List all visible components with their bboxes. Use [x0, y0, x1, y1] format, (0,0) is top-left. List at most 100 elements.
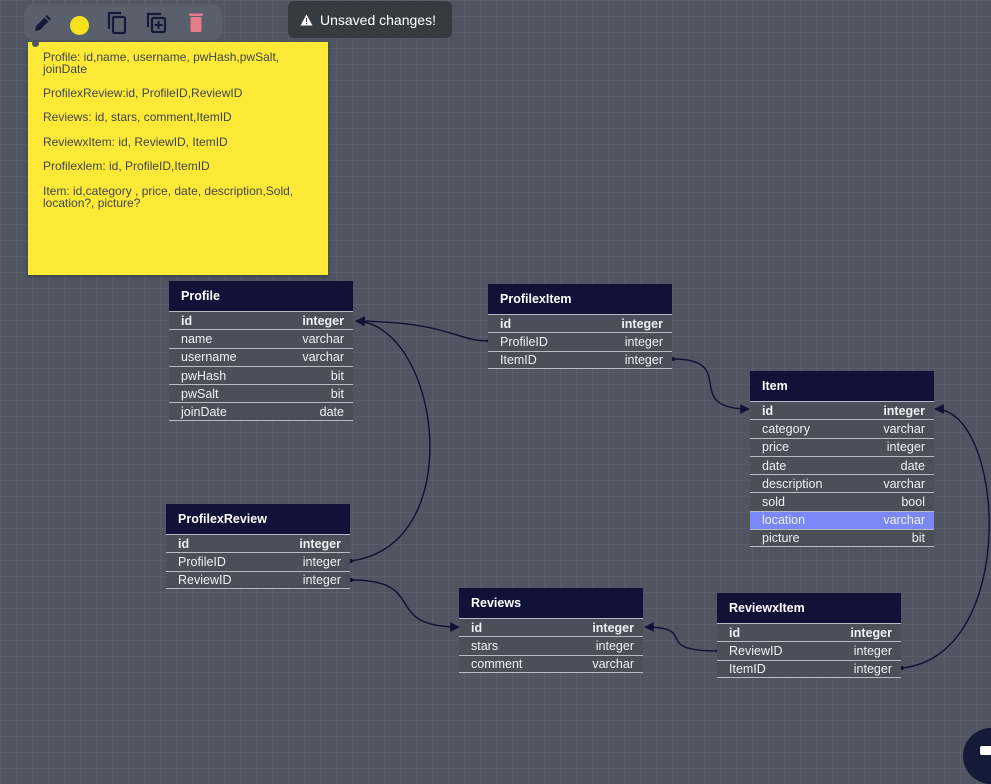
- field-row[interactable]: comment varchar: [459, 654, 643, 673]
- field-name: picture: [762, 531, 800, 546]
- field-type: varchar: [592, 656, 634, 671]
- field-type: bool: [901, 495, 925, 510]
- duplicate-button[interactable]: [144, 11, 168, 35]
- field-name: ReviewID: [178, 572, 232, 587]
- field-name: pwHash: [181, 368, 227, 383]
- table-title[interactable]: ProfilexItem: [488, 284, 672, 314]
- field-name: username: [181, 350, 237, 365]
- field-name: category: [762, 421, 810, 436]
- copy-icon: [107, 11, 127, 35]
- note-line: ProfilexReview:id, ProfileID,ReviewID: [43, 86, 243, 100]
- field-type: integer: [883, 403, 925, 418]
- delete-button[interactable]: [184, 11, 208, 35]
- note-line: location?, picture?: [43, 196, 141, 210]
- field-type: bit: [330, 386, 344, 401]
- field-row[interactable]: sold bool: [750, 492, 934, 511]
- field-row[interactable]: id integer: [459, 618, 643, 637]
- unsaved-changes-toast: Unsaved changes!: [288, 1, 452, 38]
- chat-button[interactable]: [963, 728, 991, 784]
- relation-profilexreview-reviews: [350, 579, 460, 632]
- field-name: comment: [471, 656, 523, 671]
- field-type: integer: [624, 334, 663, 349]
- field-name: ReviewID: [729, 643, 783, 658]
- field-type: date: [319, 404, 344, 419]
- note-line: joinDate: [43, 62, 88, 76]
- table-title[interactable]: ProfilexReview: [166, 504, 350, 534]
- field-type: varchar: [883, 476, 925, 491]
- note-color-button[interactable]: [70, 16, 89, 35]
- field-name: date: [762, 458, 787, 473]
- relation-profilexitem-profile: [355, 316, 490, 342]
- field-name: location: [762, 513, 806, 528]
- field-type: integer: [624, 352, 663, 367]
- field-type: integer: [302, 313, 344, 328]
- field-type: varchar: [883, 421, 925, 436]
- note-line: Profile: id,name, username, pwHash,pwSal…: [43, 50, 280, 64]
- field-name: id: [181, 313, 193, 328]
- table-title[interactable]: Item: [750, 371, 934, 401]
- field-name: id: [178, 536, 190, 551]
- field-row[interactable]: description varchar: [750, 474, 934, 493]
- field-name: id: [471, 620, 483, 635]
- field-type: varchar: [302, 331, 344, 346]
- chat-icon: [980, 746, 991, 755]
- field-type: date: [900, 458, 925, 473]
- field-name: ItemID: [729, 661, 766, 676]
- field-row[interactable]: date date: [750, 455, 934, 475]
- table-title[interactable]: Profile: [169, 281, 353, 311]
- field-name: price: [762, 440, 790, 455]
- relation-reviewxitem-reviews: [644, 622, 719, 652]
- field-type: integer: [853, 643, 892, 658]
- table-title[interactable]: ReviewxItem: [717, 593, 901, 623]
- field-row[interactable]: ItemID integer: [717, 659, 901, 678]
- field-type: integer: [853, 661, 892, 676]
- warning-icon: [300, 14, 313, 25]
- field-type: integer: [592, 620, 634, 635]
- copy-button[interactable]: [105, 11, 129, 35]
- field-row[interactable]: ProfileID integer: [488, 332, 672, 351]
- field-type: integer: [850, 625, 892, 640]
- field-type: integer: [302, 572, 341, 587]
- field-row[interactable]: category varchar: [750, 419, 934, 438]
- field-row-selected[interactable]: location varchar: [750, 510, 934, 530]
- edit-button[interactable]: [31, 11, 55, 35]
- field-type: integer: [595, 638, 634, 653]
- field-name: ProfileID: [500, 334, 548, 349]
- note-pin: [32, 40, 39, 47]
- field-name: description: [762, 476, 823, 491]
- field-row[interactable]: id integer: [488, 314, 672, 333]
- pencil-icon: [35, 15, 51, 31]
- field-type: integer: [621, 316, 663, 331]
- field-name: id: [500, 316, 512, 331]
- sticky-note[interactable]: Profile: id,name, username, pwHash,pwSal…: [28, 40, 328, 275]
- field-type: bit: [330, 368, 344, 383]
- field-row[interactable]: id integer: [169, 311, 353, 330]
- field-name: sold: [762, 495, 785, 510]
- note-line: Profilexlem: id, ProfileID,ItemID: [43, 159, 210, 173]
- field-row[interactable]: pwHash bit: [169, 365, 353, 385]
- field-name: ProfileID: [178, 554, 226, 569]
- field-row[interactable]: ReviewID integer: [166, 570, 350, 589]
- field-type: varchar: [883, 513, 925, 528]
- table-title[interactable]: Reviews: [459, 588, 643, 618]
- field-row[interactable]: ReviewID integer: [717, 641, 901, 660]
